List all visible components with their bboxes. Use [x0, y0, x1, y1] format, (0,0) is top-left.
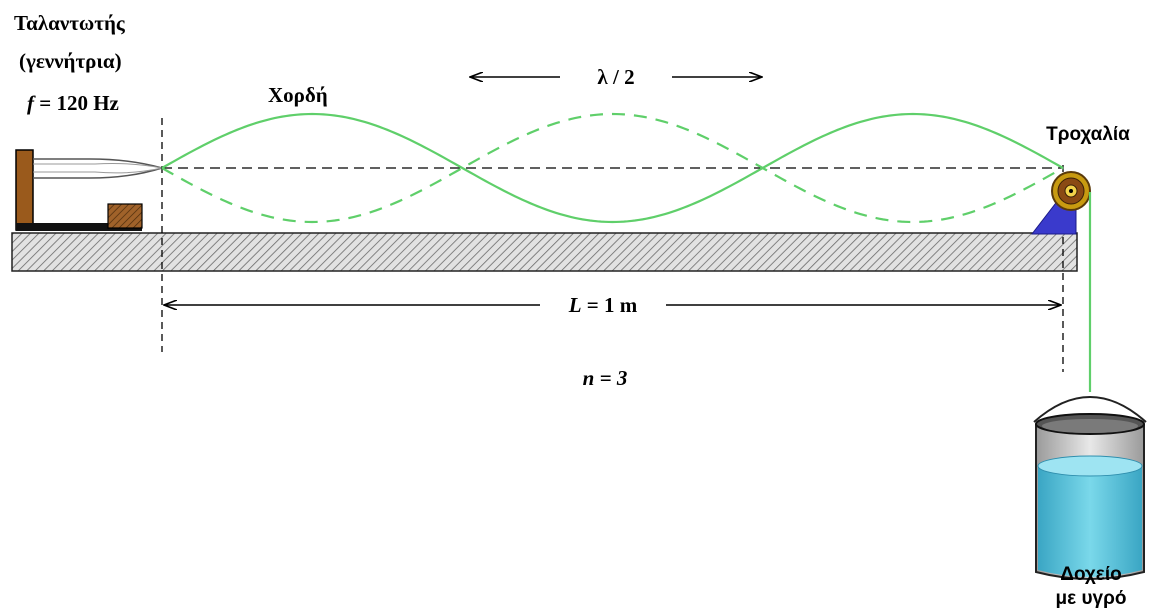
oscillator-arm-detail [33, 163, 163, 174]
oscillator-label-line2: (γεννήτρια) [19, 49, 122, 73]
length-symbol: L [568, 293, 582, 317]
oscillator-base [16, 223, 142, 231]
frequency-label: f = 120 Hz [27, 91, 119, 115]
mode-number-label: n = 3 [583, 366, 628, 390]
half-wavelength-label: λ / 2 [597, 65, 634, 89]
container-handle [1033, 396, 1147, 423]
oscillator-label-line1: Ταλαντωτής [14, 11, 126, 35]
container-label-line1: Δοχείο [1060, 564, 1121, 585]
length-label: L = 1 m [568, 293, 638, 317]
container-liquid [1038, 466, 1142, 577]
oscillator-arm [33, 158, 163, 179]
length-value: = 1 m [582, 293, 638, 317]
string-wave-solid [161, 112, 1064, 224]
frequency-symbol: f [27, 91, 36, 115]
liquid-container [1033, 396, 1147, 580]
bench [11, 232, 1078, 272]
oscillator [15, 149, 163, 231]
oscillator-post [15, 149, 34, 231]
container-label-line2: με υγρό [1056, 588, 1127, 609]
frequency-value: = 120 Hz [34, 91, 119, 115]
container-rim-inner [1042, 419, 1138, 433]
liquid-surface [1037, 455, 1143, 477]
string-wave-dashed [161, 112, 1064, 224]
string-label: Χορδή [268, 83, 328, 107]
pulley-label: Τροχαλία [1046, 124, 1130, 145]
oscillator-block [107, 203, 143, 229]
pulley-axle [1069, 189, 1073, 193]
pulley [1030, 171, 1091, 235]
